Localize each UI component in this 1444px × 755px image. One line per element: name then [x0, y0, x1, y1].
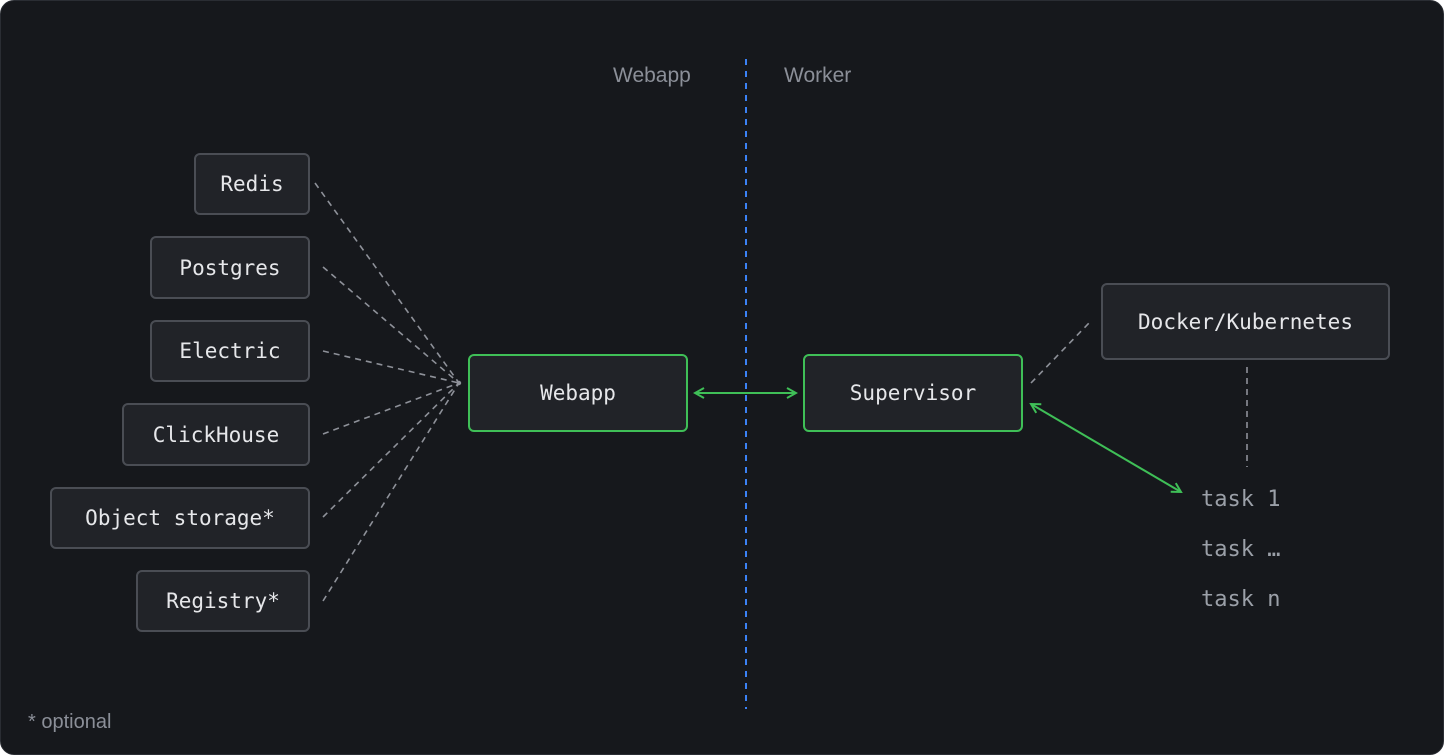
redis-to-webapp-connector	[314, 182, 460, 384]
worker-section-label: Worker	[784, 64, 852, 87]
object-storage-to-webapp-connector	[322, 382, 460, 518]
optional-footnote: * optional	[28, 711, 112, 733]
clickhouse-node: ClickHouse	[122, 403, 310, 466]
webapp-section-label: Webapp	[613, 64, 691, 87]
task-item-first: task 1	[1201, 487, 1281, 512]
task-item-last: task n	[1201, 587, 1281, 612]
webapp-node: Webapp	[468, 354, 688, 432]
task-item-middle: task …	[1201, 537, 1281, 562]
supervisor-node: Supervisor	[803, 354, 1023, 432]
connector-junction-dot	[456, 380, 462, 386]
electric-to-webapp-connector	[322, 350, 460, 384]
postgres-node: Postgres	[150, 236, 310, 299]
registry-node: Registry*	[136, 570, 310, 632]
supervisor-to-runtime-connector	[1030, 322, 1090, 384]
docker-kubernetes-node: Docker/Kubernetes	[1101, 283, 1390, 360]
postgres-to-webapp-connector	[322, 266, 460, 384]
registry-to-webapp-connector	[322, 382, 460, 602]
electric-node: Electric	[150, 320, 310, 382]
object-storage-node: Object storage*	[50, 487, 310, 549]
supervisor-tasks-arrow	[1031, 404, 1181, 492]
clickhouse-to-webapp-connector	[322, 382, 460, 435]
redis-node: Redis	[194, 153, 310, 215]
